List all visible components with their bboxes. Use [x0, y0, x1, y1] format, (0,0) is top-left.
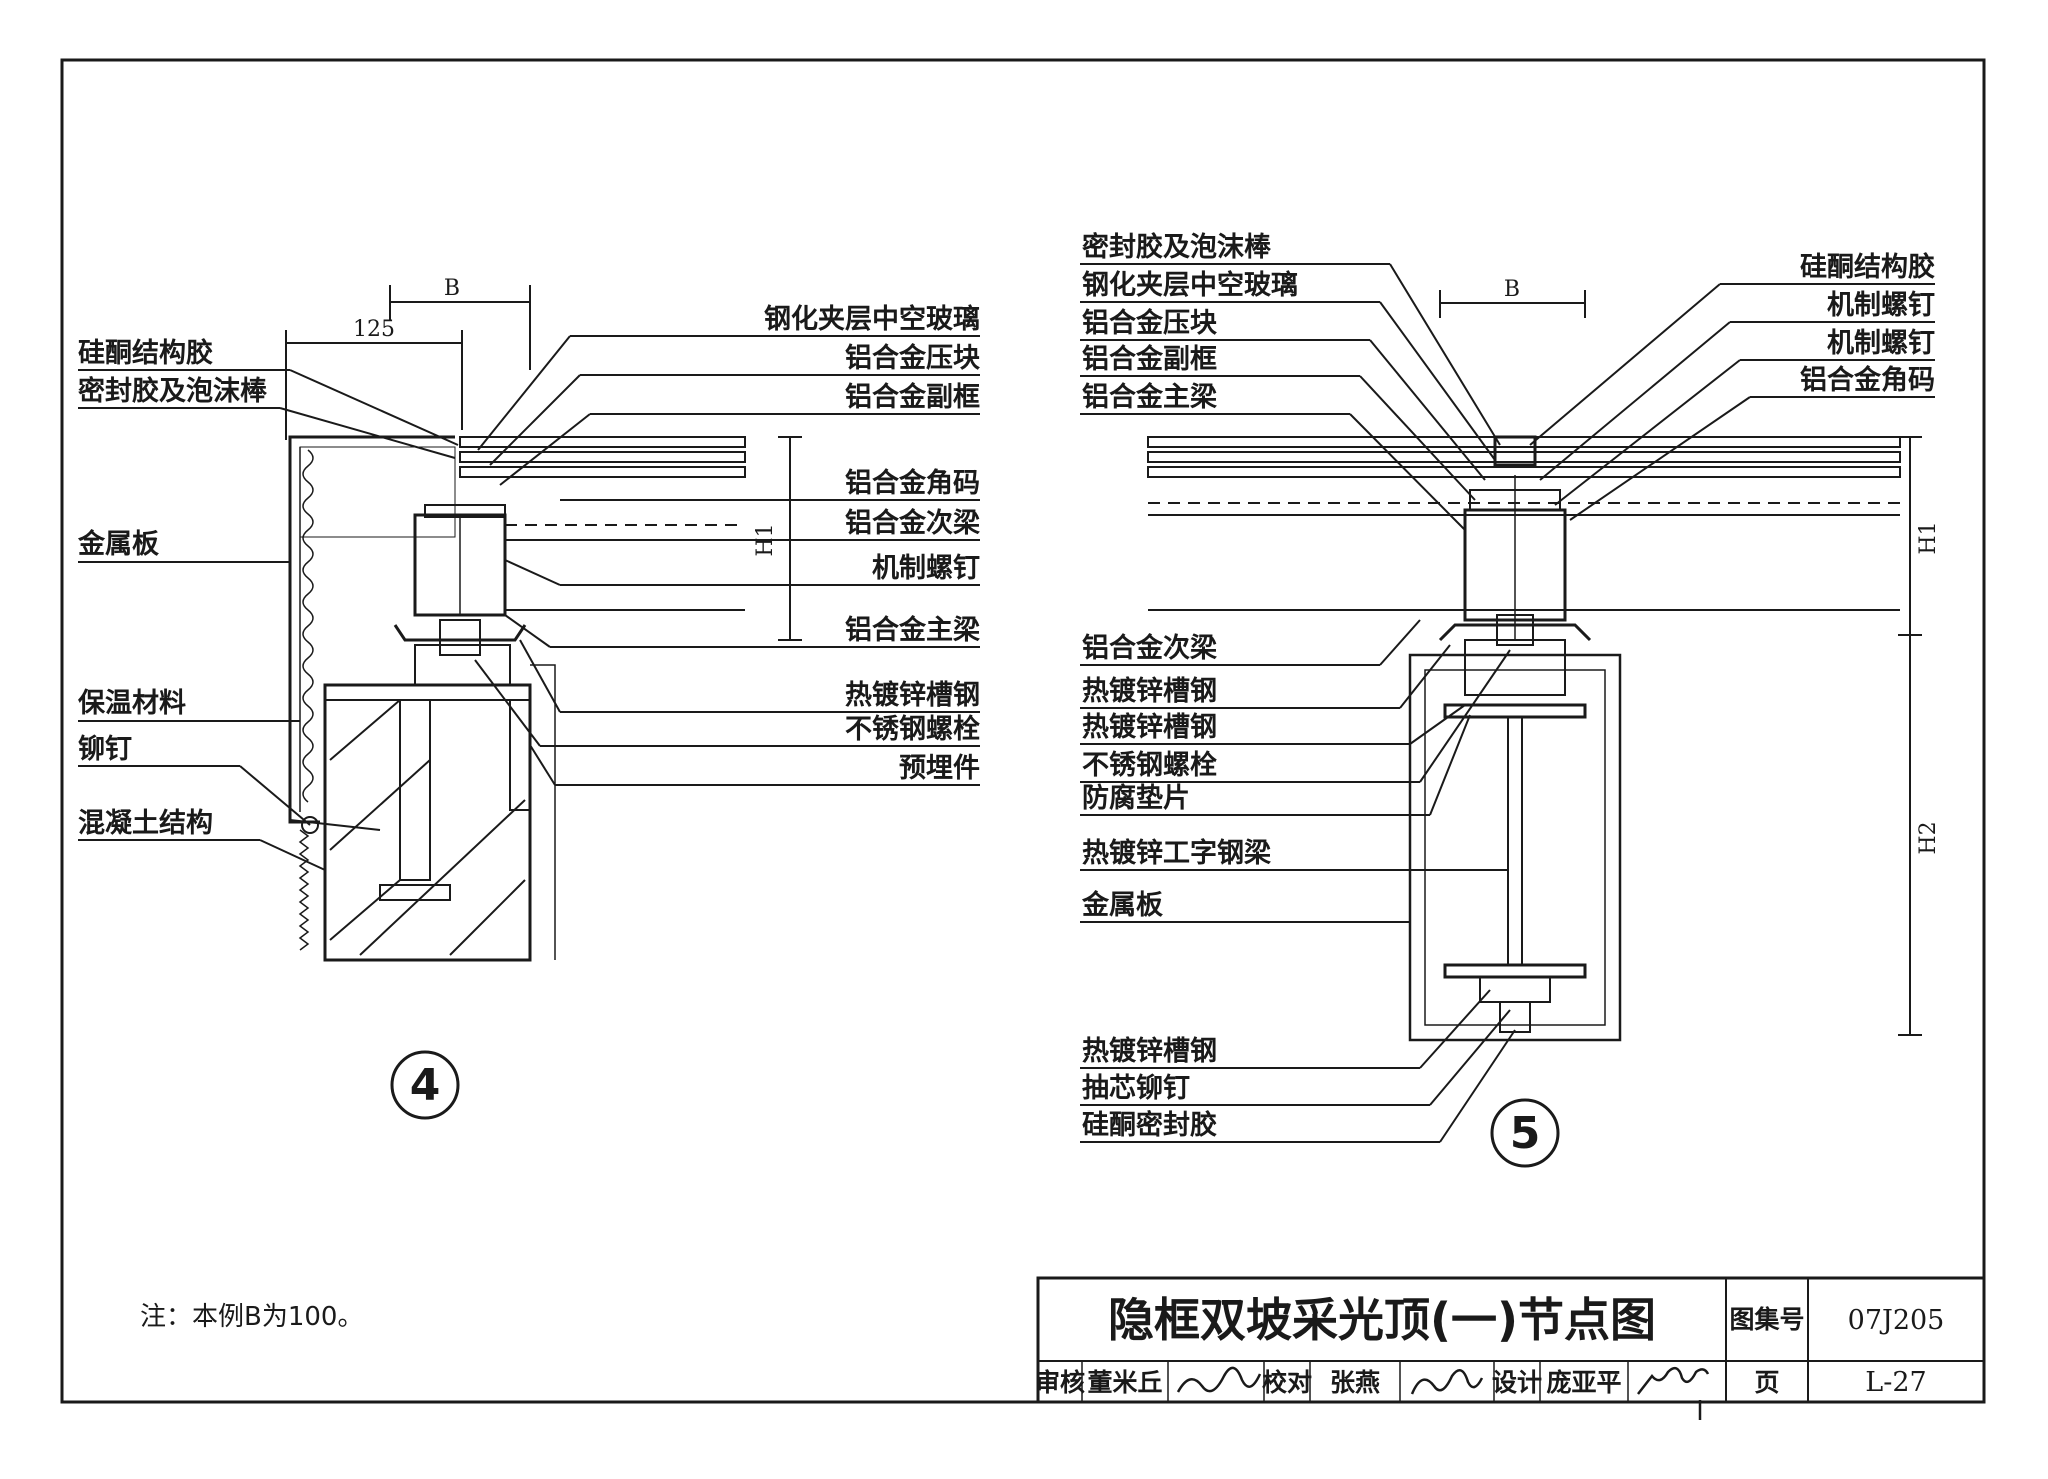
checker-signature — [1410, 1369, 1484, 1395]
d4-right-label-4: 铝合金次梁 — [845, 507, 980, 539]
d4-right-label-1: 铝合金压块 — [845, 342, 981, 374]
d4-right-label-9: 预埋件 — [899, 753, 980, 784]
d5-right-label-3: 铝合金角码 — [1800, 364, 1935, 396]
d4-left-label-1: 密封胶及泡沫棒 — [78, 375, 268, 407]
dim-h1-5: H1 — [1916, 521, 1941, 554]
detail-5-number: 5 — [1510, 1108, 1541, 1159]
check-label: 校对 — [1262, 1368, 1312, 1397]
d5-right-label-0: 硅酮结构胶 — [1800, 251, 1935, 283]
d4-right-label-6: 铝合金主梁 — [845, 614, 980, 646]
d5-right-label-1: 机制螺钉 — [1827, 290, 1935, 321]
reviewer-name: 董米丘 — [1087, 1368, 1162, 1397]
detail-5-labels: B H1 H2 密封胶及泡沫棒 钢化夹层中空玻璃 铝合金压块 铝合金副框 铝合金… — [1081, 231, 1941, 1168]
d5-lt-label-1: 钢化夹层中空玻璃 — [1082, 269, 1298, 301]
detail-4-number: 4 — [410, 1060, 441, 1111]
d4-left-label-3: 保温材料 — [77, 688, 186, 719]
dim-125: 125 — [353, 317, 395, 342]
drawing-title: 隐框双坡采光顶(一)节点图 — [1108, 1293, 1656, 1347]
page-label: 页 — [1754, 1368, 1779, 1397]
design-label: 设计 — [1492, 1368, 1542, 1397]
detail-4-labels: B 125 H1 硅酮结构胶 密封胶及泡沫棒 金属板 保温材料 铆钉 混凝土结构… — [77, 276, 981, 1120]
atlas-number: 07J205 — [1848, 1305, 1945, 1336]
d5-base-label-1: 抽芯铆钉 — [1082, 1073, 1190, 1104]
d4-left-label-0: 硅酮结构胶 — [78, 337, 213, 369]
d4-right-label-2: 铝合金副框 — [845, 381, 980, 413]
d5-lb-label-6: 金属板 — [1081, 889, 1163, 921]
reviewer-signature — [1176, 1366, 1262, 1393]
d4-right-label-7: 热镀锌槽钢 — [845, 680, 980, 711]
d5-base-label-0: 热镀锌槽钢 — [1082, 1036, 1217, 1067]
d4-right-label-5: 机制螺钉 — [872, 553, 980, 584]
d5-lb-label-3: 不锈钢螺栓 — [1082, 750, 1217, 781]
d5-lt-label-2: 铝合金压块 — [1082, 307, 1218, 339]
title-block-text: 隐框双坡采光顶(一)节点图 图集号 07J205 审核 董米丘 校对 张燕 设计… — [1035, 1293, 1944, 1420]
d5-base-label-2: 硅酮密封胶 — [1082, 1109, 1217, 1141]
d5-lt-label-4: 铝合金主梁 — [1082, 381, 1217, 413]
dim-h1-4: H1 — [753, 523, 778, 556]
title-block — [1036, 1276, 1986, 1404]
dim-h2-5: H2 — [1916, 821, 1941, 854]
d5-lb-label-4: 防腐垫片 — [1082, 783, 1190, 814]
d4-right-label-3: 铝合金角码 — [845, 467, 980, 499]
d4-right-label-8: 不锈钢螺栓 — [845, 714, 980, 745]
designer-name: 庞亚平 — [1546, 1368, 1621, 1397]
detail-4 — [78, 285, 980, 962]
dim-b-4: B — [444, 276, 460, 301]
d4-left-label-2: 金属板 — [77, 528, 159, 560]
checker-name: 张燕 — [1330, 1368, 1380, 1397]
d5-lt-label-0: 密封胶及泡沫棒 — [1082, 231, 1272, 263]
designer-signature — [1637, 1366, 1710, 1420]
d5-lb-label-1: 热镀锌槽钢 — [1082, 676, 1217, 707]
d5-lt-label-3: 铝合金副框 — [1082, 343, 1217, 375]
d4-left-label-4: 铆钉 — [78, 734, 132, 765]
d5-lb-label-2: 热镀锌槽钢 — [1082, 712, 1217, 743]
d5-lb-label-0: 铝合金次梁 — [1082, 632, 1217, 664]
atlas-label: 图集号 — [1729, 1305, 1804, 1334]
dim-b-5: B — [1504, 277, 1520, 302]
detail-5-marker — [1490, 1098, 1560, 1168]
d4-left-label-5: 混凝土结构 — [78, 808, 213, 839]
d5-lb-label-5: 热镀锌工字钢梁 — [1082, 837, 1271, 869]
review-label: 审核 — [1035, 1368, 1085, 1397]
detail-4-marker — [390, 1050, 460, 1120]
page-number: L-27 — [1865, 1367, 1926, 1398]
note-text: 注：本例B为100。 — [140, 1302, 363, 1332]
d4-right-label-0: 钢化夹层中空玻璃 — [764, 303, 980, 335]
detail-5 — [1080, 263, 1935, 1143]
sheet-border — [60, 58, 1986, 1404]
d5-right-label-2: 机制螺钉 — [1827, 328, 1935, 359]
